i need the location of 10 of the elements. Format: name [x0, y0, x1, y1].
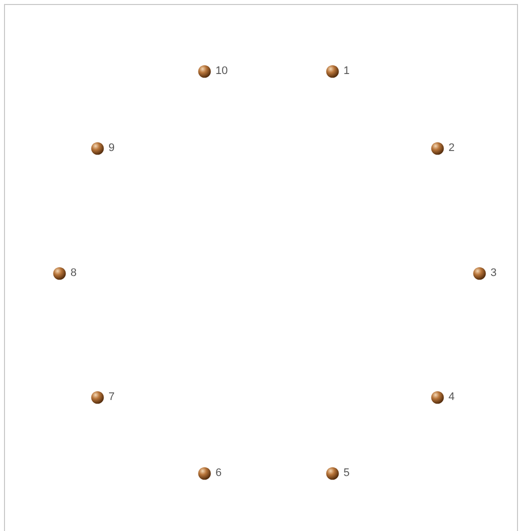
point-label: 9	[108, 142, 115, 154]
point-label: 6	[216, 466, 222, 480]
point-label: 7	[108, 390, 115, 404]
point-label: 10	[216, 64, 228, 78]
point-label: 1	[344, 64, 350, 78]
point-label: 4	[448, 390, 455, 404]
point-label: 3	[490, 266, 497, 280]
point-label: 5	[344, 466, 350, 480]
point-label: 2	[448, 142, 455, 154]
point-label: 8	[70, 266, 77, 280]
